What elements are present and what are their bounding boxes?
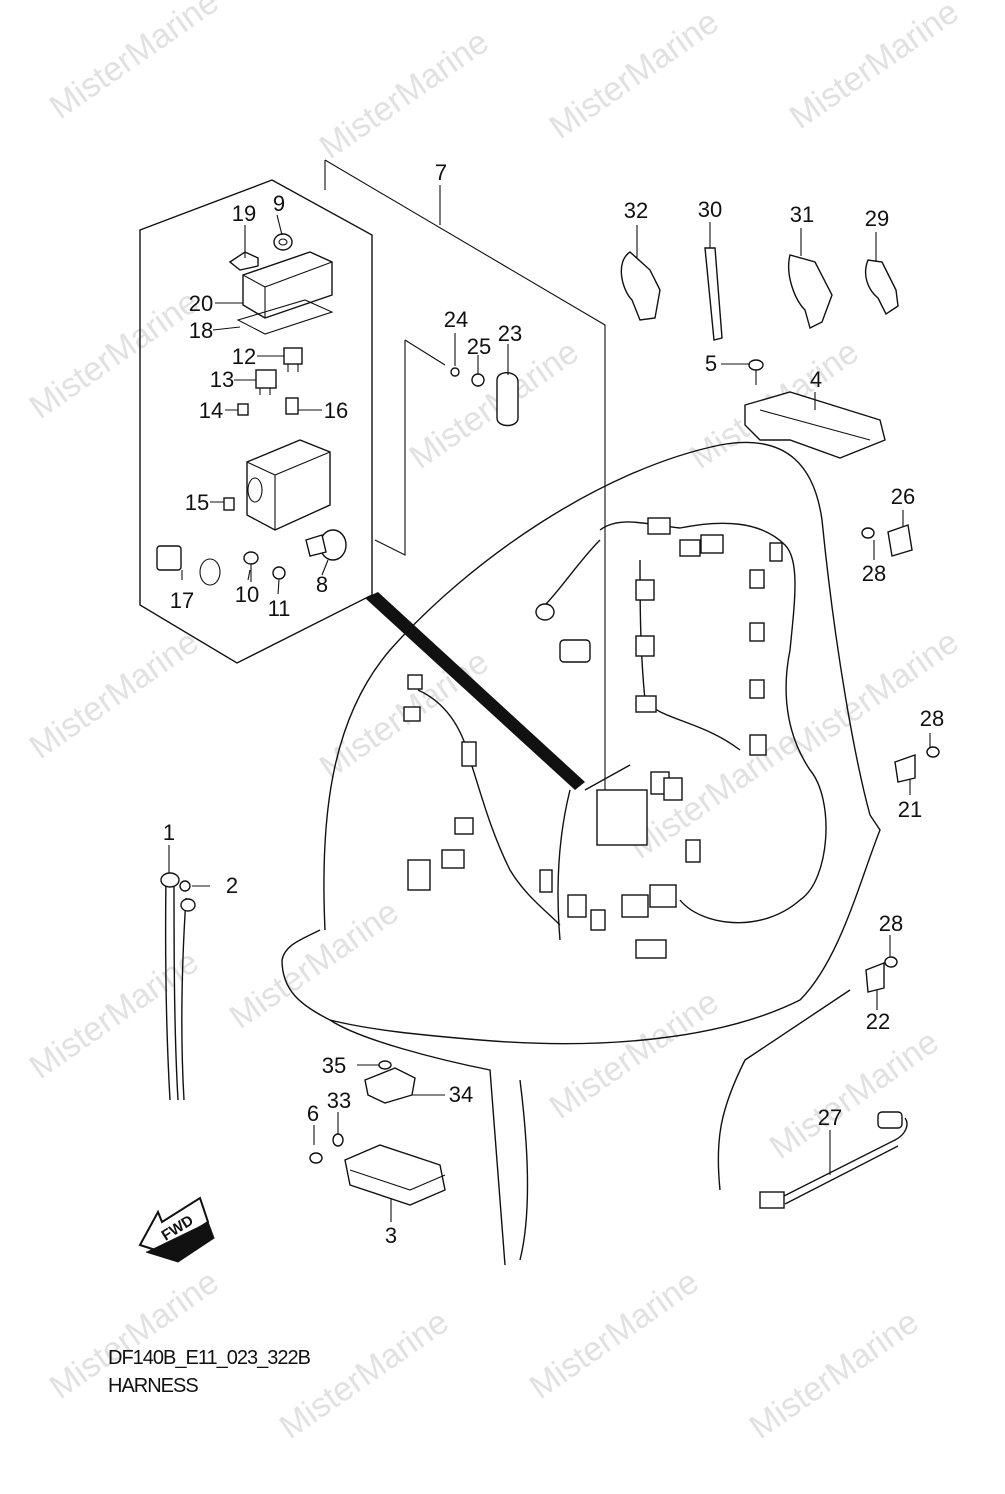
clamp-29 [864, 259, 899, 316]
small-brackets [861, 524, 940, 993]
watermark: MisterMarine [623, 723, 806, 867]
watermark: MisterMarine [43, 0, 226, 127]
callout-1: 1 [163, 820, 175, 845]
exploded-panel-7 [324, 159, 606, 800]
relay-13 [255, 369, 277, 395]
callout-29: 29 [865, 206, 889, 231]
grommet-9 [273, 233, 293, 251]
cable-tie-30 [704, 247, 723, 341]
callout-27: 27 [818, 1105, 842, 1130]
watermark: MisterMarine [783, 623, 966, 767]
callout-33: 33 [327, 1088, 351, 1113]
callout-labels: 1 2 3 4 5 6 7 8 9 10 11 12 13 14 15 16 1… [163, 160, 944, 1248]
gasket-18 [236, 299, 334, 335]
fwd-arrow: FWD [138, 1196, 215, 1263]
clamp-31 [788, 254, 833, 330]
relay-box-cover-20 [242, 251, 333, 319]
callout-32: 32 [624, 198, 648, 223]
watermark: MisterMarine [23, 283, 206, 427]
watermark: MisterMarine [743, 1303, 926, 1447]
clamps [620, 247, 899, 341]
callout-18: 18 [189, 318, 213, 343]
callout-22: 22 [866, 1009, 890, 1034]
callout-14: 14 [199, 398, 223, 423]
callout-20: 20 [189, 291, 213, 316]
diagram-code: DF140B_E11_023_322B [108, 1347, 311, 1369]
callout-6: 6 [307, 1101, 319, 1126]
callout-19: 19 [232, 201, 256, 226]
sub-harness-27 [759, 1111, 908, 1209]
leader-lines [168, 185, 931, 1222]
watermark: MisterMarine [273, 1303, 456, 1447]
ground-cables [160, 872, 196, 1101]
watermark: MisterMarine [783, 0, 966, 137]
small-parts-23-25 [450, 367, 519, 427]
watermark: MisterMarine [223, 893, 406, 1037]
fuse-15 [223, 497, 235, 511]
lower-brackets [309, 1060, 446, 1206]
engine-cowling [281, 441, 881, 1266]
clamp-32 [620, 251, 661, 321]
bracket-34 [364, 1067, 416, 1104]
watermark: MisterMarine [523, 1263, 706, 1407]
callout-24: 24 [444, 307, 468, 332]
bracket-3 [344, 1144, 446, 1206]
watermark: MisterMarine [543, 983, 726, 1127]
relay-box-body [246, 439, 331, 531]
fuse-14 [237, 403, 249, 416]
callout-12: 12 [232, 344, 256, 369]
bracket-4 [744, 359, 886, 459]
callout-5: 5 [705, 351, 717, 376]
relay-12 [283, 347, 303, 372]
watermark: MisterMarine [23, 623, 206, 767]
terminal-cap-17 [156, 545, 221, 586]
bolt-10 [243, 551, 259, 582]
callout-7: 7 [435, 160, 447, 185]
watermark: MisterMarine [763, 1023, 946, 1167]
callout-8: 8 [316, 572, 328, 597]
diagram-title: HARNESS [108, 1375, 199, 1397]
callout-34: 34 [449, 1082, 473, 1107]
callout-30: 30 [698, 197, 722, 222]
cap-8 [305, 529, 347, 561]
parts-box [139, 179, 585, 790]
callout-4: 4 [810, 367, 822, 392]
callout-10: 10 [235, 582, 259, 607]
callout-28: 28 [862, 561, 886, 586]
callout-31: 31 [790, 202, 814, 227]
callout-9: 9 [273, 191, 285, 216]
callout-17: 17 [170, 588, 194, 613]
callout-26: 26 [891, 484, 915, 509]
relay-box-parts [156, 233, 347, 586]
watermark: MisterMarine [23, 943, 206, 1087]
callout-25: 25 [467, 334, 491, 359]
watermark: MisterMarine [313, 23, 496, 167]
callout-11: 11 [268, 596, 291, 621]
callout-23: 23 [498, 321, 522, 346]
nut-11 [272, 566, 286, 580]
callout-28: 28 [920, 706, 944, 731]
callout-13: 13 [210, 367, 234, 392]
watermark: MisterMarine [403, 333, 586, 477]
watermark: MisterMarine [543, 3, 726, 147]
callout-28: 28 [879, 911, 903, 936]
clip-19 [228, 251, 259, 271]
callout-15: 15 [185, 490, 209, 515]
wiring-harness [403, 517, 827, 959]
callout-16: 16 [324, 398, 348, 423]
callout-3: 3 [385, 1223, 397, 1248]
callout-35: 35 [322, 1053, 346, 1078]
fuse-16 [285, 397, 299, 415]
callout-21: 21 [898, 797, 922, 822]
callout-2: 2 [226, 873, 238, 898]
